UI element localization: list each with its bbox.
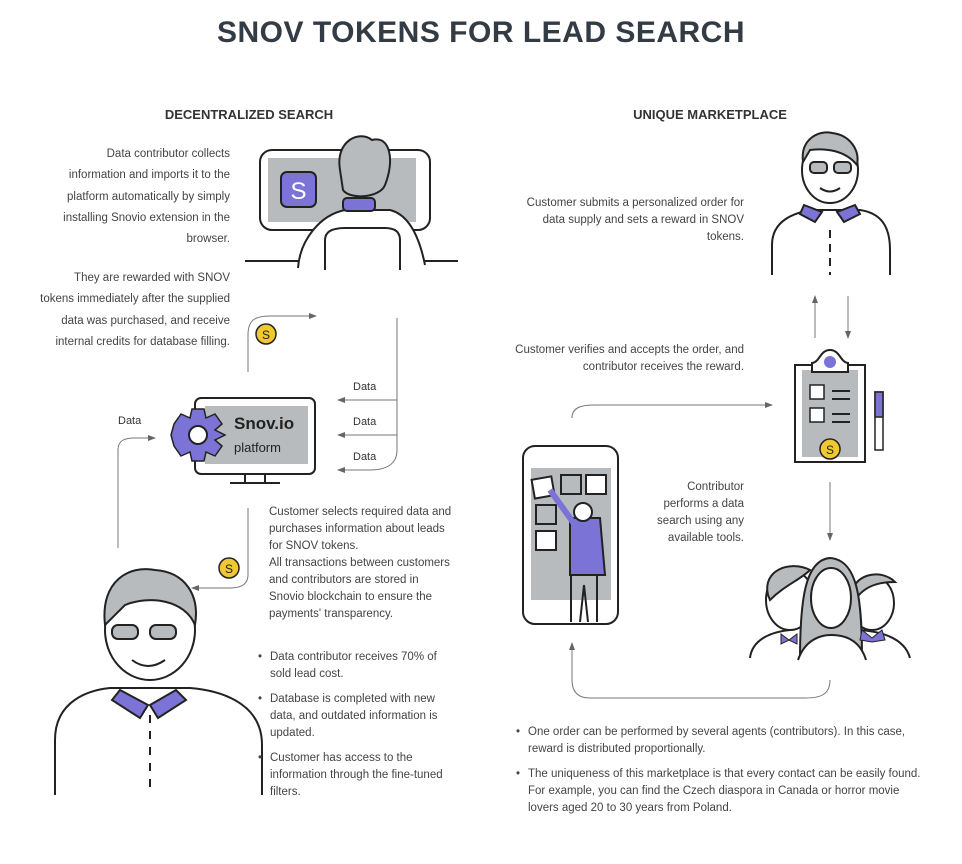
customer-illustration-right: [771, 131, 891, 275]
right-para-3: Contributor performs a data search using…: [657, 481, 744, 544]
coin-icon: S: [262, 328, 270, 342]
bullet-item: Customer has access to the information t…: [258, 750, 458, 801]
data-label: Data: [353, 381, 377, 393]
coin-icon: S: [826, 443, 834, 457]
bullet-item: Database is completed with new data, and…: [258, 691, 458, 742]
left-para-3: Customer selects required data and purch…: [269, 506, 452, 552]
coin-icon: S: [225, 562, 233, 576]
bullet-item: The uniqueness of this marketplace is th…: [516, 766, 921, 817]
platform-sub: platform: [234, 440, 281, 455]
right-para-1: Customer submits a personalized order fo…: [526, 197, 744, 243]
section-heading-marketplace: UNIQUE MARKETPLACE: [633, 107, 787, 122]
customer-illustration-left: [54, 568, 263, 795]
right-bullets: One order can be performed by several ag…: [516, 724, 921, 825]
page-title: SNOV TOKENS FOR LEAD SEARCH: [217, 16, 745, 49]
contributor-at-computer-illustration: S: [245, 135, 458, 270]
section-heading-decentralized: DECENTRALIZED SEARCH: [164, 107, 334, 122]
phone-illustration: [522, 445, 619, 625]
platform-name: Snov.io: [234, 414, 295, 433]
left-para-1: Data contributor collects information an…: [63, 148, 230, 246]
left-para-4: All transactions between customers and c…: [269, 557, 450, 620]
bullet-item: Data contributor receives 70% of sold le…: [258, 649, 458, 683]
left-bullets: Data contributor receives 70% of sold le…: [258, 649, 458, 809]
flow-arrows: [117, 295, 851, 699]
platform-monitor-illustration: [170, 397, 316, 484]
data-label: Data: [118, 415, 142, 427]
left-para-2: They are rewarded with SNOV tokens immed…: [40, 272, 230, 348]
team-illustration: [749, 556, 911, 661]
data-label: Data: [353, 451, 377, 463]
bullet-item: One order can be performed by several ag…: [516, 724, 921, 758]
right-para-2: Customer verifies and accepts the order,…: [515, 344, 744, 373]
extension-letter: S: [290, 178, 306, 205]
data-label: Data: [353, 416, 377, 428]
coin-icons: S S S: [218, 323, 841, 579]
